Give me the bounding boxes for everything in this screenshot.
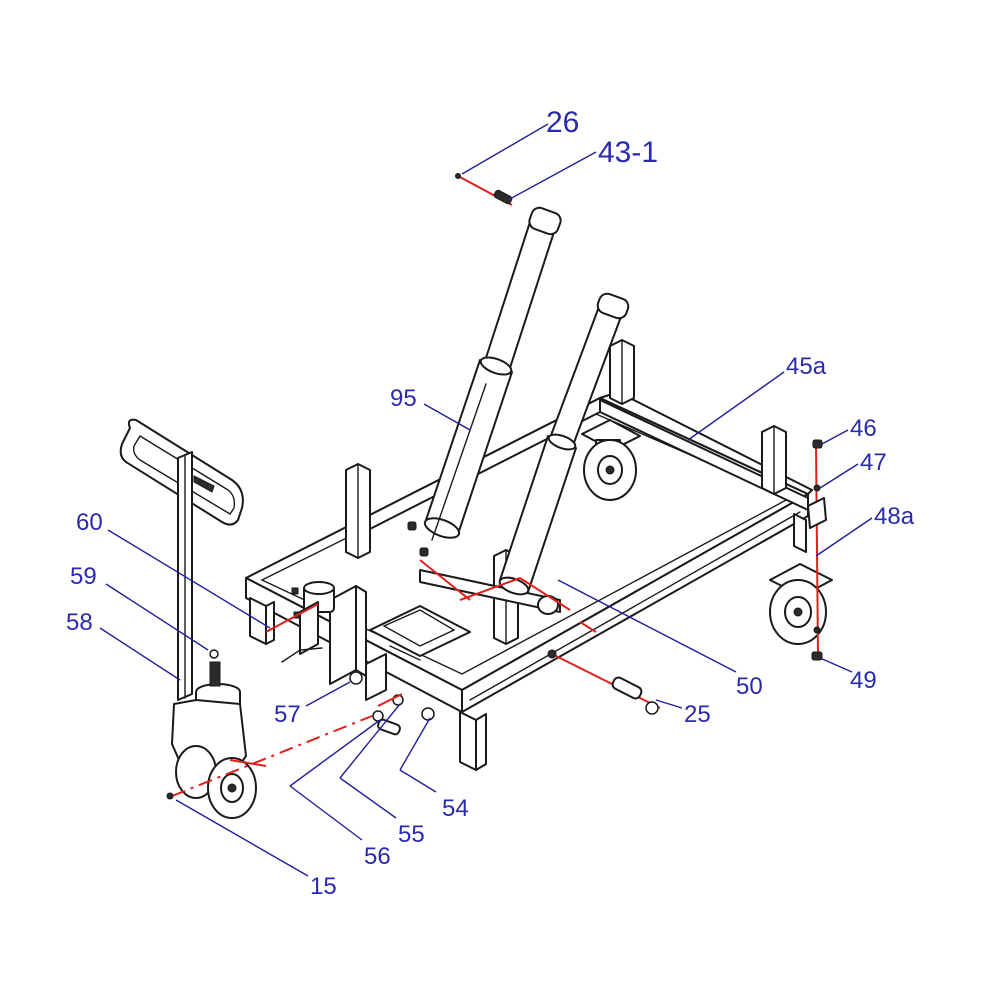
callout-58: 58	[66, 609, 93, 636]
pump-wheels	[175, 745, 257, 819]
leader-59	[105, 583, 209, 651]
callout-56: 56	[364, 843, 391, 870]
vertical-posts	[345, 339, 787, 645]
right-caster	[769, 563, 833, 645]
pump-bracket	[281, 581, 387, 701]
callout-15: 15	[310, 873, 337, 900]
callout-45a: 45a	[786, 353, 827, 380]
callout-60: 60	[76, 509, 103, 536]
rear-caster	[581, 419, 641, 501]
callout-25: 25	[684, 701, 711, 728]
leader-26	[461, 123, 549, 175]
leader-54-a	[399, 769, 437, 793]
leader-25	[655, 699, 683, 709]
callout-55: 55	[398, 821, 425, 848]
leader-56-a	[289, 785, 363, 841]
callout-50: 50	[736, 673, 763, 700]
callout-43-1: 43-1	[598, 136, 658, 169]
leader-55-a	[339, 777, 397, 819]
control-plate	[369, 605, 471, 661]
leader-43-1	[507, 151, 597, 201]
callout-57: 57	[274, 701, 301, 728]
leader-49	[819, 657, 853, 673]
leader-54-b	[399, 717, 431, 771]
callout-59: 59	[70, 563, 97, 590]
leader-58	[99, 627, 181, 681]
pump-handle	[119, 418, 244, 701]
leader-48a	[815, 517, 873, 557]
callout-54: 54	[442, 795, 469, 822]
callout-48a: 48a	[874, 503, 915, 530]
hydraulic-cylinder-left	[423, 206, 562, 541]
callout-47: 47	[860, 449, 887, 476]
leader-46	[821, 429, 849, 445]
assembly-axes	[166, 173, 827, 800]
leader-57	[305, 681, 351, 707]
leader-56-b	[289, 719, 381, 787]
leader-95	[423, 403, 471, 431]
leader-45a	[687, 371, 785, 441]
frame-legs	[249, 513, 807, 771]
hydraulic-cylinder-right	[498, 292, 630, 596]
leader-55-b	[339, 703, 401, 779]
leader-lines	[99, 123, 873, 877]
callout-46: 46	[850, 415, 877, 442]
callout-95: 95	[390, 385, 417, 412]
callout-26: 26	[546, 106, 579, 139]
leader-15	[175, 799, 309, 877]
callout-labels: 26 43-1 45a 46 47 48a 95 60 59 58 57 50 …	[66, 106, 915, 900]
leader-47	[819, 463, 859, 489]
callout-49: 49	[850, 667, 877, 694]
leader-60	[107, 529, 271, 629]
leader-50	[557, 579, 737, 673]
